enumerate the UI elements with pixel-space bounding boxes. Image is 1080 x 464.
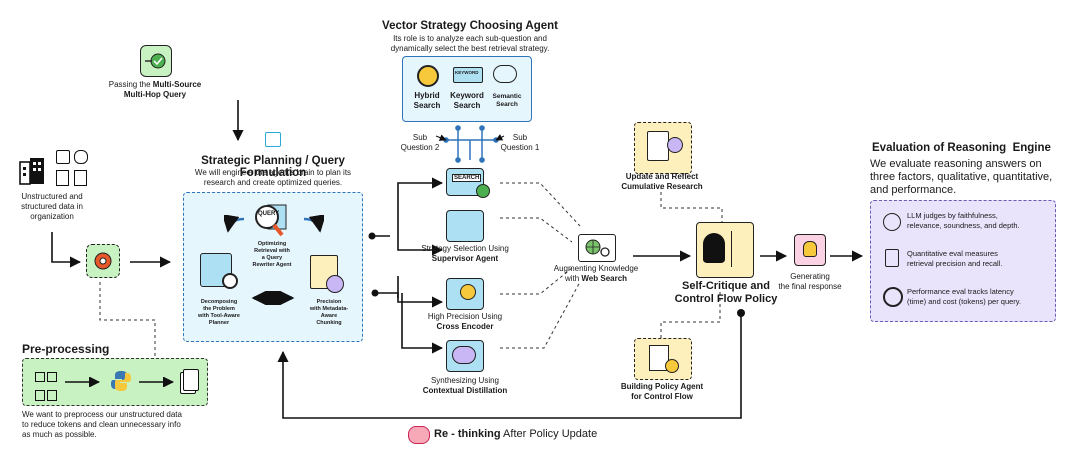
- calendar-icon: [265, 132, 281, 147]
- arrow-circle-icon: [667, 137, 683, 153]
- clipboard-icon: [647, 131, 669, 161]
- judges-icon: [883, 213, 901, 231]
- hybrid-search-icon: [417, 65, 439, 87]
- python-icon: [109, 369, 133, 398]
- keyword-tag: KEYWORD: [455, 70, 479, 75]
- lightbulb-panel: [794, 234, 826, 266]
- dashed-preprocess-link: [99, 282, 156, 356]
- cross-encoder-badge-icon: [460, 284, 476, 300]
- web-search-icon: [578, 234, 616, 262]
- eval-item-3: Performance eval tracks latency(time) an…: [907, 287, 1022, 306]
- update-panel: [634, 122, 692, 174]
- head-gear-icon: [703, 233, 725, 263]
- query-tag: QUERY: [258, 211, 280, 217]
- dashed-tools-to-augment: [500, 182, 581, 227]
- search-tag: SEARCH: [452, 174, 482, 182]
- doc-file-icon: [56, 170, 69, 186]
- precision-doc-icon: [885, 249, 899, 267]
- critique-panel: [696, 222, 754, 278]
- gauge-icon: [883, 287, 903, 307]
- supervisor-agent-icon: [446, 210, 484, 242]
- preprocessing-desc: We want to preprocess our unstructured d…: [22, 410, 182, 439]
- preprocessing-title: Pre-processing: [22, 342, 110, 356]
- rethinking-label: Re - thinking After Policy Update: [434, 428, 598, 440]
- semantic-search-icon: [493, 65, 517, 83]
- planning-desc: We will engineer the agent's brain to pl…: [194, 168, 352, 187]
- flowchart-icon: [731, 231, 744, 267]
- table-file-icon: [74, 150, 88, 164]
- building-icon: [18, 156, 52, 191]
- eval-item-1: LLM judges by faithfulness,relevance, so…: [907, 211, 1020, 230]
- planning-title: Strategic Planning / Query Formulation: [201, 155, 345, 179]
- planner-icon: [200, 253, 232, 287]
- question-icon: [665, 359, 679, 373]
- certificate-icon: [649, 345, 669, 371]
- lightbulb-icon: [803, 241, 817, 257]
- vector-desc: Its role is to analyze each sub-question…: [390, 34, 550, 53]
- planner-gear-icon: [222, 273, 238, 289]
- evaluation-panel: LLM judges by faithfulness,relevance, so…: [870, 200, 1056, 322]
- brain-icon: [408, 426, 430, 444]
- query-magnifier-icon: [252, 201, 288, 237]
- code-file-icon: [74, 170, 87, 186]
- document-stack-icon: [183, 369, 199, 391]
- evaluation-title: Evaluation of Reasoning Engine: [872, 142, 1051, 154]
- chunking-badge-icon: [326, 275, 344, 293]
- double-arrow-icon: [251, 291, 295, 305]
- policy-panel: [634, 338, 692, 380]
- arrow-rethinking-loop: [277, 313, 742, 419]
- vector-title: Vector Strategy Choosing Agent: [382, 20, 558, 32]
- check-badge-icon: [476, 184, 490, 198]
- cloud-icon: [452, 346, 476, 364]
- query-source-icon: [140, 45, 172, 77]
- keyword-search-icon: [453, 67, 483, 83]
- file-icons: [35, 369, 57, 401]
- preprocessing-panel: [22, 358, 208, 406]
- gear-icon: [86, 244, 120, 278]
- image-file-icon: [56, 150, 70, 164]
- arrow-data-to-preprocess: [51, 232, 82, 268]
